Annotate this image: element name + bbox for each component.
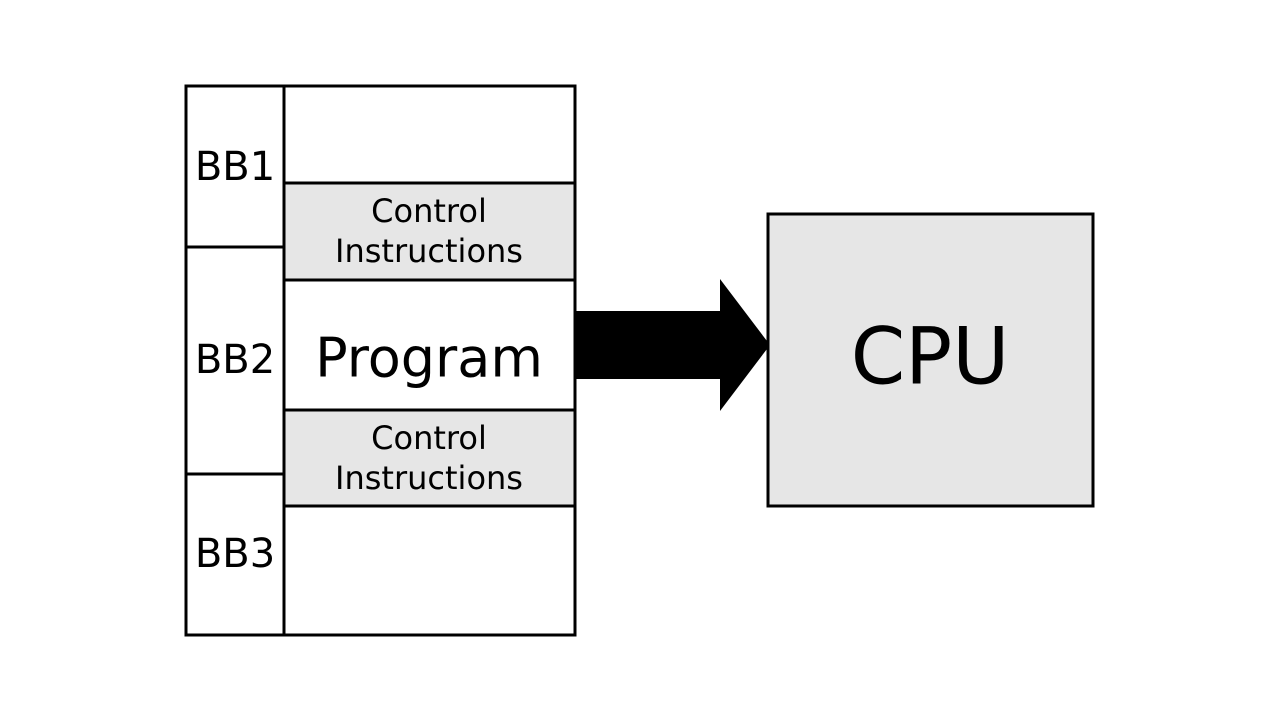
cpu-label: CPU	[851, 312, 1010, 402]
control-instructions-box-2	[282, 408, 577, 508]
bb1-label: BB1	[195, 144, 275, 190]
control-instructions-2-line1: Control	[371, 419, 487, 457]
program-column: Control Instructions Program Control Ins…	[282, 84, 577, 637]
cpu-block: CPU	[766, 212, 1095, 508]
bb1-cell	[184, 84, 286, 249]
control-instructions-2-line2: Instructions	[335, 459, 523, 497]
arrow-program-to-cpu	[575, 279, 770, 411]
program-label: Program	[315, 327, 543, 390]
control-instructions-1-line1: Control	[371, 192, 487, 230]
program-top-segment	[282, 84, 577, 185]
bb3-label: BB3	[195, 531, 275, 577]
bb2-label: BB2	[195, 337, 275, 383]
bb3-cell	[184, 472, 286, 637]
basic-block-column: BB1 BB2 BB3	[184, 84, 286, 637]
bb2-cell	[184, 245, 286, 476]
control-instructions-1-line2: Instructions	[335, 232, 523, 270]
control-instructions-box-1	[282, 181, 577, 282]
cpu-box	[766, 212, 1095, 508]
program-bottom-segment	[282, 504, 577, 637]
